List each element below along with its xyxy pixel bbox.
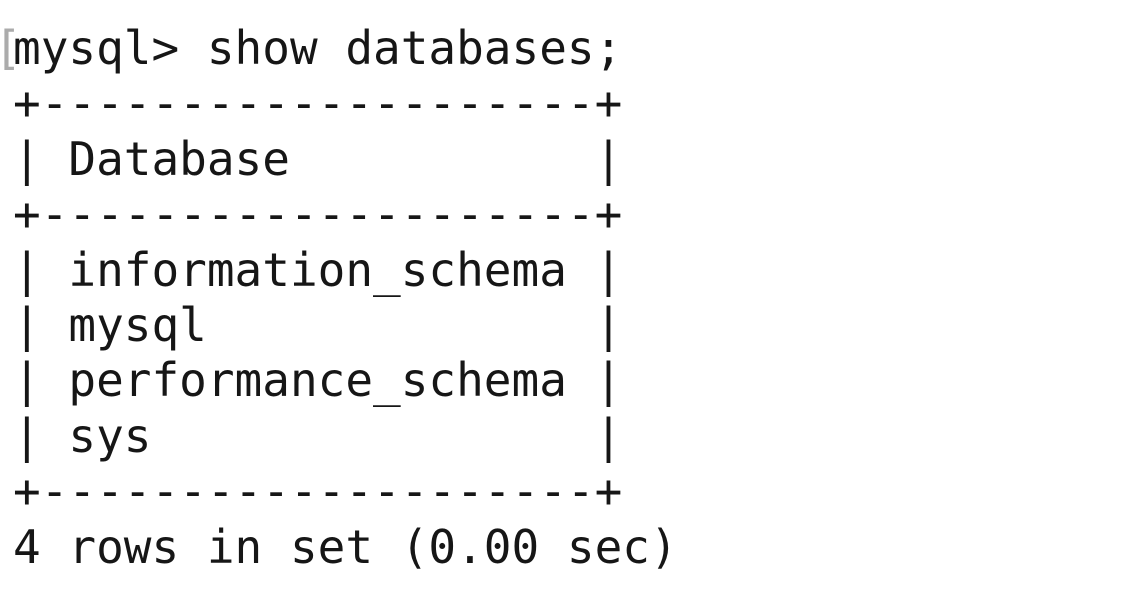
table-row: | information_schema |	[13, 243, 1146, 298]
pipe-glyph: |	[594, 131, 623, 186]
table-row: | performance_schema |	[13, 353, 1146, 408]
table-header-row: | Database |	[13, 132, 1146, 187]
table-cell-database-name: performance_schema	[68, 353, 567, 408]
pipe-glyph: |	[13, 131, 41, 186]
table-row: | sys |	[13, 409, 1146, 464]
pipe-glyph: |	[13, 297, 41, 352]
table-border-separator: +--------------------+	[13, 187, 623, 242]
status-line: 4 rows in set (0.00 sec)	[13, 519, 678, 574]
pipe-glyph: |	[594, 297, 623, 352]
table-cell-database-name: sys	[68, 408, 152, 463]
table-cell-database-name: information_schema	[68, 242, 567, 297]
pipe-glyph: |	[594, 242, 623, 297]
command-line: mysql> show databases;	[13, 21, 1146, 76]
table-border-bottom: +--------------------+	[13, 464, 623, 519]
mysql-prompt: mysql>	[13, 21, 180, 75]
pipe-glyph: |	[13, 242, 41, 297]
pipe-glyph: |	[13, 353, 41, 408]
cursor-artifact: [	[0, 21, 22, 76]
table-cell-database-name: mysql	[68, 297, 207, 352]
sql-command: show databases;	[206, 21, 623, 75]
pipe-glyph: |	[594, 408, 623, 463]
column-header-database: Database	[68, 131, 290, 186]
table-border-top: +--------------------+	[13, 76, 623, 131]
pipe-glyph: |	[13, 408, 41, 463]
table-row: | mysql |	[13, 298, 1146, 353]
pipe-glyph: |	[594, 353, 623, 408]
